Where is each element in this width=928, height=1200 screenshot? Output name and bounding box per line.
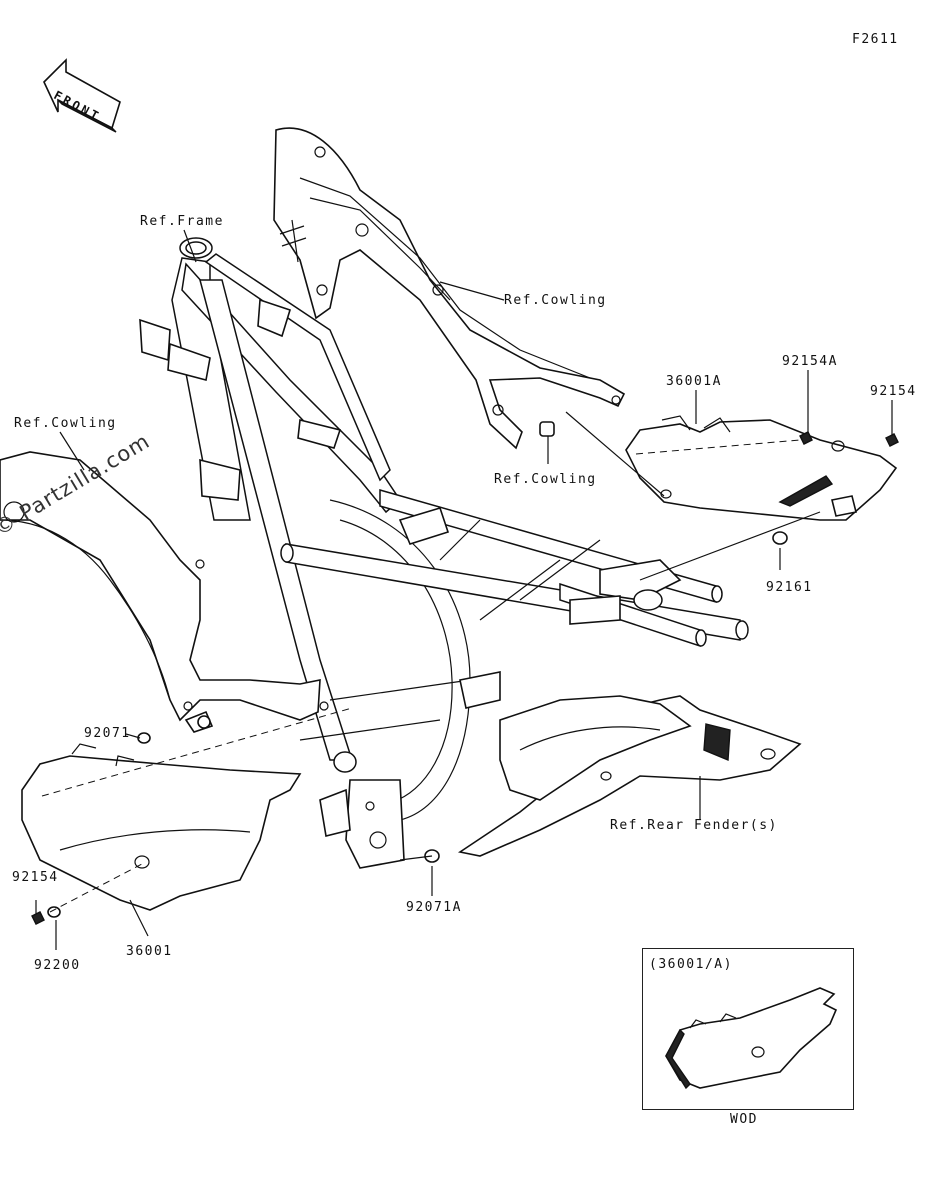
upper-cowling-drawing	[273, 127, 626, 450]
part-92071-label: 92071	[84, 726, 131, 741]
part-36001-label: 36001	[126, 944, 173, 959]
front-arrow-icon	[43, 58, 121, 133]
ref-cowling-mid-label: Ref.Cowling	[494, 472, 597, 487]
part-92161-label: 92161	[766, 580, 813, 595]
inset-title: (36001/A)	[649, 957, 733, 972]
part-92200-label: 92200	[34, 958, 81, 973]
rear-fender-drawing	[457, 695, 802, 857]
part-36001a-label: 36001A	[666, 374, 722, 389]
frame-drawing	[139, 237, 749, 869]
left-cowling-drawing	[0, 451, 329, 733]
side-cover-36001a-drawing	[625, 415, 898, 521]
inset-caption: WOD	[730, 1112, 758, 1127]
ref-rear-fender-label: Ref.Rear Fender(s)	[610, 818, 778, 833]
ref-cowling-left-label: Ref.Cowling	[14, 416, 117, 431]
variant-inset-box: (36001/A)	[642, 948, 854, 1110]
ref-frame-label: Ref.Frame	[140, 214, 224, 229]
part-92154a-label: 92154A	[782, 354, 838, 369]
inset-side-cover-drawing	[665, 987, 838, 1090]
diagram-id: F2611	[852, 32, 899, 47]
part-92071a-label: 92071A	[406, 900, 462, 915]
ref-cowling-top-label: Ref.Cowling	[504, 293, 607, 308]
leader-lines	[35, 229, 893, 950]
part-92154-left-label: 92154	[12, 870, 59, 885]
part-92154-right-label: 92154	[870, 384, 917, 399]
side-cover-36001-drawing	[21, 431, 899, 925]
